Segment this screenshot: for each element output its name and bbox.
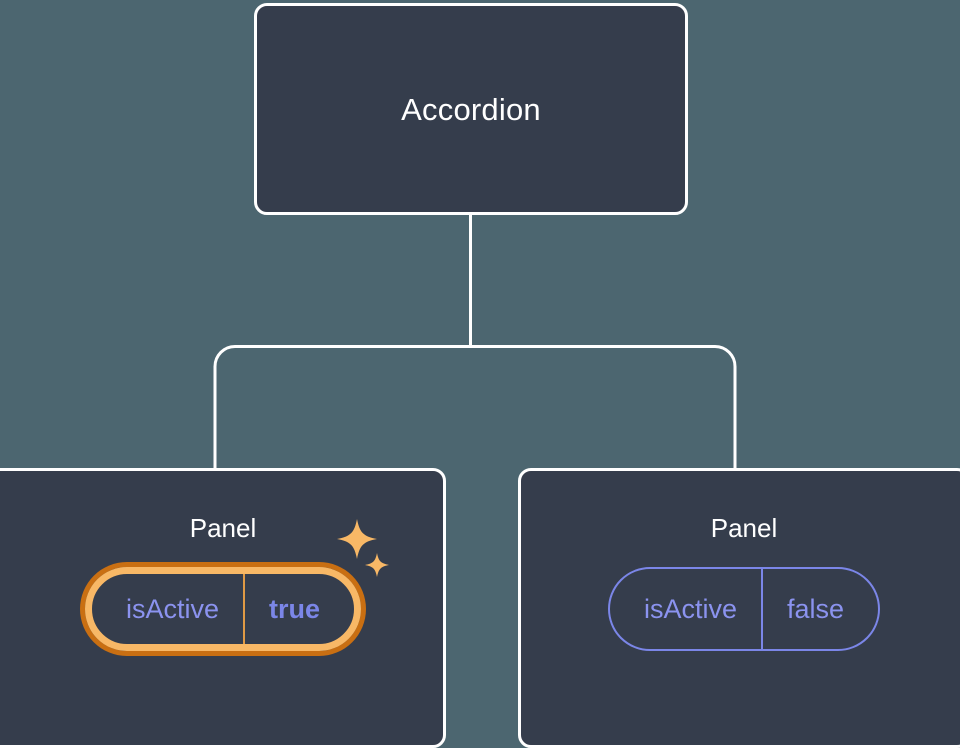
prop-pill-active[interactable]: isActive true bbox=[84, 567, 362, 651]
connector-branch-right bbox=[470, 345, 737, 470]
node-panel-inactive[interactable]: Panel isActive false bbox=[518, 468, 960, 748]
node-accordion-title: Accordion bbox=[401, 91, 541, 127]
connector-branch-left bbox=[213, 345, 471, 470]
prop-name-inactive: isActive bbox=[643, 593, 737, 624]
prop-value-inactive: false bbox=[760, 569, 878, 649]
prop-pill-inactive-wrap: isActive false bbox=[607, 567, 881, 651]
prop-pill-inactive[interactable]: isActive false bbox=[607, 567, 881, 651]
prop-value-active: true bbox=[243, 574, 354, 644]
node-panel-active-title: Panel bbox=[189, 513, 257, 543]
node-panel-inactive-title: Panel bbox=[710, 513, 778, 543]
node-panel-active[interactable]: Panel isActive true bbox=[0, 468, 446, 748]
prop-pill-active-wrap: isActive true bbox=[73, 519, 390, 651]
sparkle-large-icon bbox=[337, 519, 378, 559]
prop-name-active: isActive bbox=[125, 593, 219, 624]
node-accordion[interactable]: Accordion bbox=[254, 3, 688, 215]
sparkle-small-icon bbox=[365, 553, 390, 577]
